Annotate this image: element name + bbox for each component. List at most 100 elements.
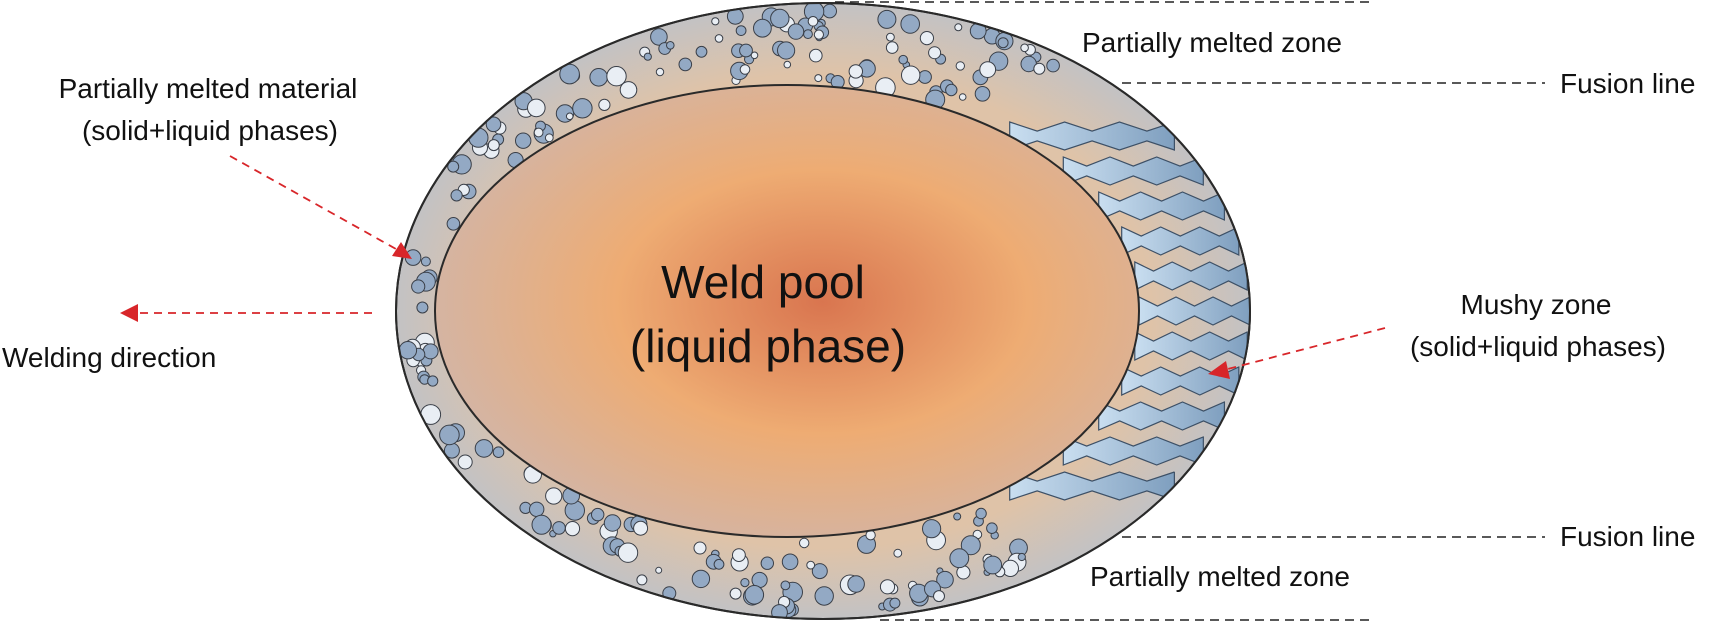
grain-particle bbox=[544, 133, 554, 143]
grain-particle bbox=[1020, 43, 1029, 53]
grain-particle bbox=[803, 29, 813, 39]
grain-particle bbox=[450, 189, 463, 202]
grain-particle bbox=[975, 507, 987, 520]
grain-particle bbox=[572, 98, 593, 119]
grain-particle bbox=[918, 70, 932, 84]
mushy-zone-arrowhead bbox=[1208, 361, 1230, 379]
pmm-arrowhead bbox=[392, 242, 412, 259]
label-partially-melted-zone-top: Partially melted zone bbox=[1082, 27, 1342, 58]
grain-particle bbox=[693, 541, 707, 555]
welding-direction-arrowhead bbox=[120, 304, 138, 322]
grain-particle bbox=[848, 64, 863, 79]
grain-particle bbox=[655, 566, 663, 574]
grain-particle bbox=[922, 519, 942, 539]
grain-particle bbox=[565, 112, 574, 121]
grain-particle bbox=[603, 514, 622, 532]
grain-particle bbox=[619, 81, 638, 99]
grain-particle bbox=[636, 574, 648, 586]
mushy-zone-dendrites bbox=[1009, 121, 1250, 501]
pmm-arrow-line bbox=[229, 155, 397, 250]
grain-particle bbox=[447, 160, 460, 173]
grain-particle bbox=[1046, 58, 1060, 73]
grain-particle bbox=[515, 132, 532, 149]
grain-particle bbox=[678, 57, 693, 72]
label-partially-melted-zone-bottom: Partially melted zone bbox=[1090, 561, 1350, 592]
grain-particle bbox=[813, 29, 825, 40]
grain-particle bbox=[552, 521, 566, 535]
grain-particle bbox=[777, 41, 796, 60]
grain-particle bbox=[949, 548, 970, 569]
grain-particle bbox=[955, 61, 965, 71]
weld-pool bbox=[434, 84, 1140, 538]
grain-particle bbox=[695, 45, 708, 58]
grain-particle bbox=[885, 41, 899, 54]
grain-particle bbox=[740, 578, 750, 588]
grain-particle bbox=[474, 439, 494, 458]
grain-particle bbox=[529, 501, 545, 517]
grain-particle bbox=[1017, 552, 1026, 562]
weld-pool-title: Weld pool bbox=[661, 256, 865, 308]
grain-particle bbox=[807, 16, 819, 27]
grain-particle bbox=[997, 37, 1009, 49]
grain-particle bbox=[744, 585, 765, 605]
grain-particle bbox=[900, 14, 921, 34]
grain-particle bbox=[933, 590, 945, 603]
grain-particle bbox=[954, 23, 963, 32]
grain-particle bbox=[809, 48, 823, 63]
label-partially-melted-material: Partially melted material bbox=[59, 73, 358, 104]
grain-particle bbox=[799, 537, 810, 549]
grain-particle bbox=[814, 586, 834, 606]
grain-particle bbox=[420, 256, 431, 267]
grain-particle bbox=[457, 454, 473, 470]
grain-particle bbox=[650, 28, 668, 46]
grain-particle bbox=[739, 43, 753, 58]
grain-particle bbox=[439, 424, 460, 446]
grain-particle bbox=[901, 65, 921, 85]
grain-particle bbox=[411, 279, 426, 294]
grain-particle bbox=[492, 446, 505, 459]
grain-particle bbox=[814, 74, 823, 83]
grain-particle bbox=[485, 116, 502, 133]
grain-particle bbox=[732, 548, 746, 562]
label-mushy-zone: Mushy zone bbox=[1461, 289, 1612, 320]
grain-particle bbox=[822, 3, 838, 19]
grain-particle bbox=[783, 60, 792, 69]
grain-particle bbox=[811, 563, 828, 580]
grain-particle bbox=[750, 51, 759, 60]
grain-particle bbox=[714, 34, 724, 43]
weld-outline bbox=[395, 2, 1251, 620]
grain-particle bbox=[398, 341, 418, 360]
grain-particle bbox=[643, 52, 652, 61]
grain-particle bbox=[531, 514, 552, 535]
grain-particle bbox=[1033, 62, 1046, 75]
grain-particle bbox=[753, 18, 772, 38]
grain-particle bbox=[545, 487, 563, 505]
grain-particle bbox=[666, 41, 675, 50]
grain-particle bbox=[889, 597, 901, 609]
grain-particle bbox=[735, 25, 747, 37]
grain-particle bbox=[945, 83, 958, 97]
grain-particle bbox=[711, 17, 720, 26]
grain-particle bbox=[886, 32, 895, 42]
grain-particle bbox=[559, 63, 580, 85]
grain-particle bbox=[919, 30, 935, 46]
grain-particle bbox=[468, 127, 489, 148]
grain-particle bbox=[729, 587, 742, 600]
grain-particle bbox=[633, 520, 649, 536]
grain-particle bbox=[879, 579, 896, 595]
grain-particle bbox=[979, 61, 997, 78]
grain-particle bbox=[893, 548, 903, 558]
grain-particle bbox=[564, 521, 581, 537]
mushy-zone-arrow-line bbox=[1227, 327, 1386, 370]
grain-particle bbox=[928, 46, 942, 60]
grain-particle bbox=[527, 98, 546, 118]
grain-particle bbox=[936, 570, 954, 589]
label-welding-direction: Welding direction bbox=[2, 342, 216, 373]
grain-particle bbox=[591, 507, 605, 522]
grain-particle bbox=[960, 535, 981, 556]
label-fusion-line-top: Fusion line bbox=[1560, 68, 1695, 99]
grain-particle bbox=[739, 64, 751, 75]
label-fusion-line-bottom: Fusion line bbox=[1560, 521, 1695, 552]
grain-particle bbox=[760, 556, 774, 570]
